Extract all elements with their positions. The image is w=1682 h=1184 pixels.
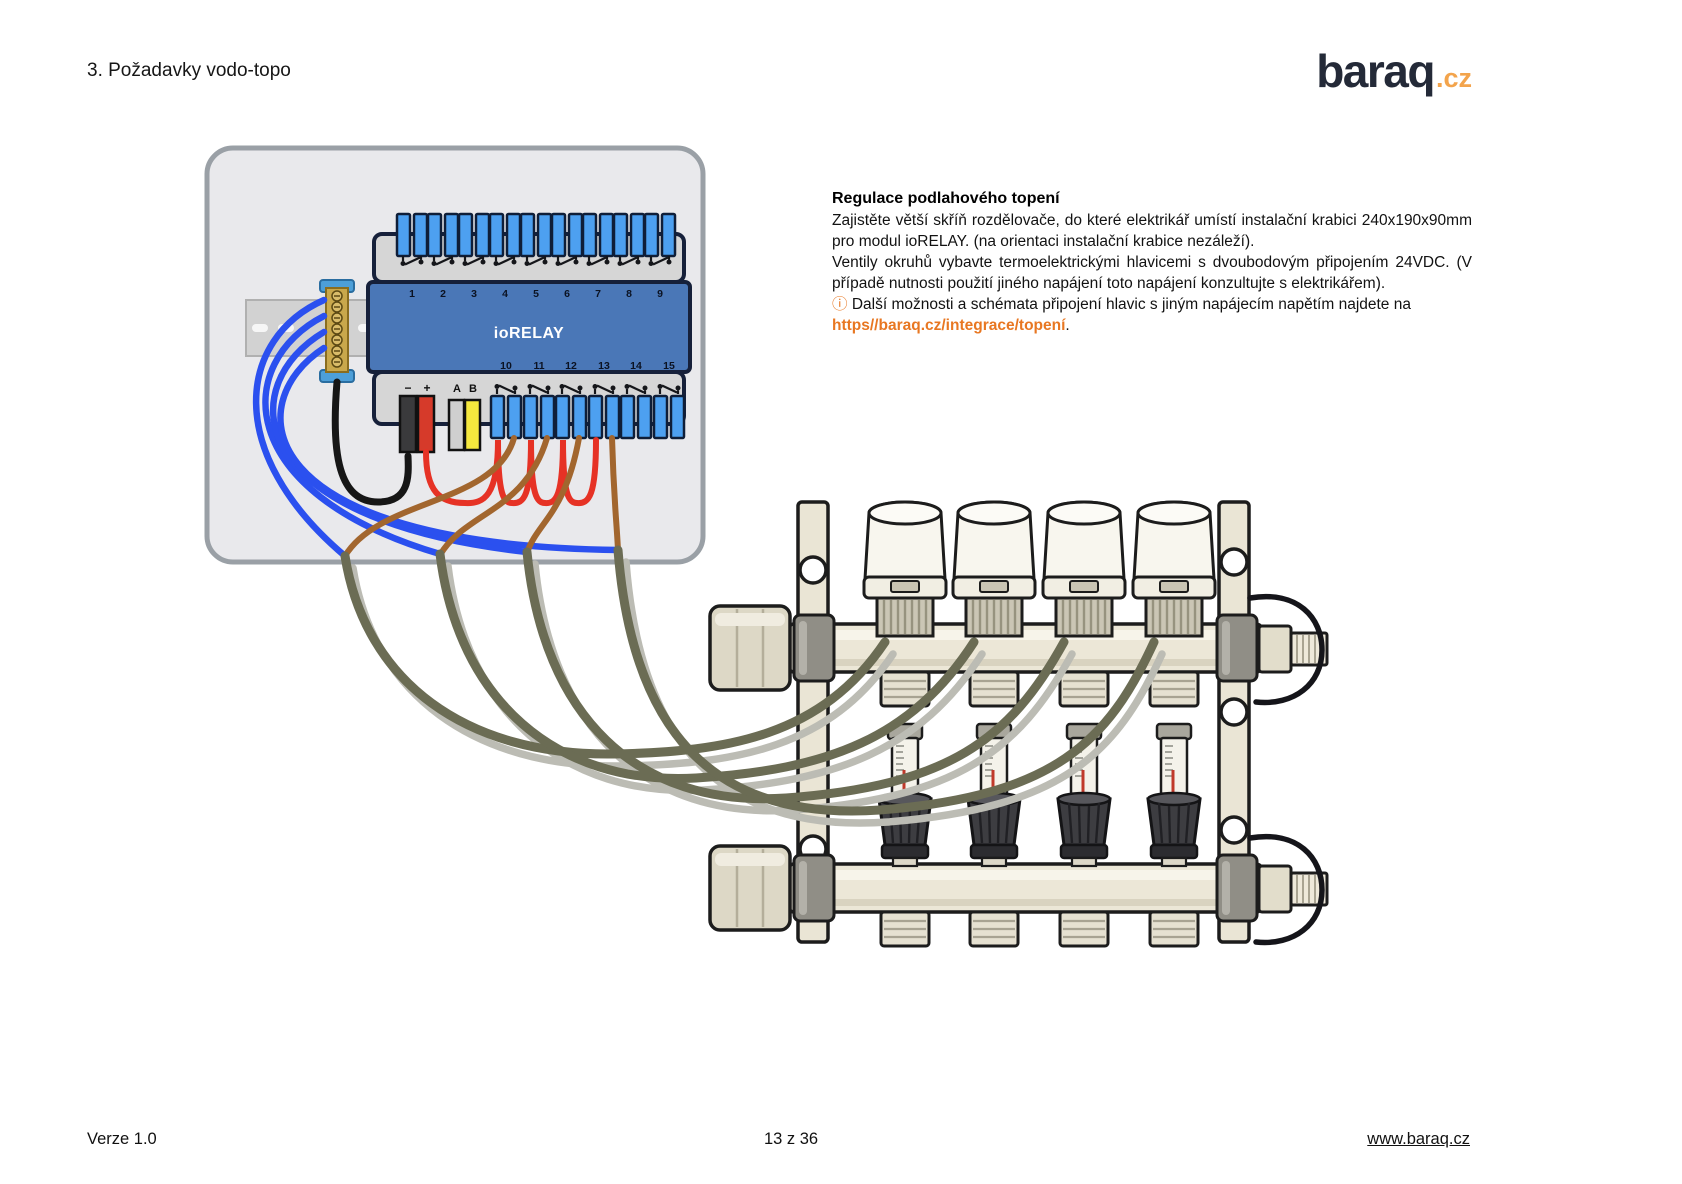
section-heading: Regulace podlahového topení bbox=[832, 190, 1060, 207]
bracket-hole bbox=[1219, 815, 1249, 845]
wire-red bbox=[423, 437, 599, 507]
minus-label: − bbox=[404, 381, 411, 395]
wire-brown-2 bbox=[437, 435, 550, 558]
wire-blue-2 bbox=[262, 312, 444, 558]
enclosure-box: ioRELAY 1 2 3 4 5 6 bbox=[204, 145, 706, 565]
bus-a-label: A bbox=[453, 383, 461, 395]
power-terminals: − + bbox=[398, 381, 436, 454]
paragraph-2: Ventily okruhů vybavte termoelektrickými… bbox=[832, 254, 1472, 292]
bracket-hole bbox=[1219, 547, 1249, 577]
bracket-hole bbox=[1219, 697, 1249, 727]
cable-olive-4 bbox=[613, 545, 1159, 816]
wire-brown-3 bbox=[524, 435, 582, 556]
cable-olive-2 bbox=[435, 549, 979, 784]
channel-number: 3 bbox=[471, 288, 477, 300]
plus-label: + bbox=[423, 381, 430, 395]
integration-link[interactable]: https//baraq.cz/integrace/topení bbox=[832, 317, 1066, 334]
channel-number: 8 bbox=[626, 288, 632, 300]
page-title: 3. Požadavky vodo-topo bbox=[87, 60, 291, 81]
bus-terminals: A B bbox=[447, 383, 482, 452]
info-text: Další možnosti a schémata připojení hlav… bbox=[851, 296, 1411, 313]
actuator-cables bbox=[340, 545, 1166, 827]
footer-page-number: 13 z 36 bbox=[763, 1130, 819, 1148]
terminal-strip bbox=[319, 279, 355, 383]
logo-suffix: .cz bbox=[1435, 63, 1472, 93]
instructions-block: Regulace podlahového topení Zajistěte vě… bbox=[832, 188, 1472, 336]
channel-number: 5 bbox=[533, 288, 539, 300]
wire-brown-1 bbox=[342, 435, 517, 559]
wire-blue-3 bbox=[269, 328, 531, 556]
cable-olive-1 bbox=[340, 551, 890, 759]
channel-number: 15 bbox=[663, 360, 675, 372]
bus-b-terminal bbox=[463, 398, 482, 452]
manifold-bar-bottom bbox=[708, 722, 1329, 948]
channel-number: 14 bbox=[630, 360, 642, 372]
plus-terminal bbox=[416, 394, 436, 454]
module-label: ioRELAY bbox=[494, 325, 564, 342]
logo: baraq.cz bbox=[1316, 44, 1472, 98]
channel-number: 9 bbox=[657, 288, 663, 300]
wire-brown-4 bbox=[609, 435, 621, 554]
info-paragraph: ⓘ Další možnosti a schémata připojení hl… bbox=[832, 294, 1472, 336]
relay-channels-top: 1 2 3 4 5 6 7 8 9 bbox=[395, 212, 677, 300]
wires bbox=[252, 296, 622, 560]
link-suffix: . bbox=[1065, 317, 1070, 334]
wire-black bbox=[331, 378, 412, 506]
mounting-bracket-right bbox=[1217, 500, 1251, 944]
module-body bbox=[366, 280, 692, 374]
relay-channels-bottom: 10 11 12 13 14 15 bbox=[489, 360, 686, 440]
iorelay-module: ioRELAY 1 2 3 4 5 6 bbox=[366, 212, 692, 454]
channel-number: 1 bbox=[409, 288, 415, 300]
wire-blue-1 bbox=[252, 296, 349, 560]
bus-b-label: B bbox=[469, 383, 477, 395]
minus-terminal bbox=[398, 394, 418, 454]
paragraph-1: Zajistěte větší skříň rozdělovače, do kt… bbox=[832, 212, 1472, 250]
channel-number: 11 bbox=[533, 360, 544, 372]
channel-number: 13 bbox=[598, 360, 610, 372]
channel-number: 12 bbox=[565, 360, 577, 372]
footer-version: Verze 1.0 bbox=[87, 1130, 157, 1148]
channel-number: 10 bbox=[500, 360, 512, 372]
bracket-hole bbox=[798, 555, 828, 585]
info-icon: ⓘ bbox=[832, 296, 848, 313]
bus-a-terminal bbox=[447, 398, 466, 452]
channel-number: 4 bbox=[502, 288, 508, 300]
logo-text: baraq bbox=[1316, 45, 1435, 97]
channel-number: 2 bbox=[440, 288, 446, 300]
channel-number: 7 bbox=[595, 288, 601, 300]
channel-number: 6 bbox=[564, 288, 570, 300]
wire-blue-4 bbox=[277, 344, 622, 554]
footer-website-link[interactable]: www.baraq.cz bbox=[1367, 1130, 1470, 1148]
